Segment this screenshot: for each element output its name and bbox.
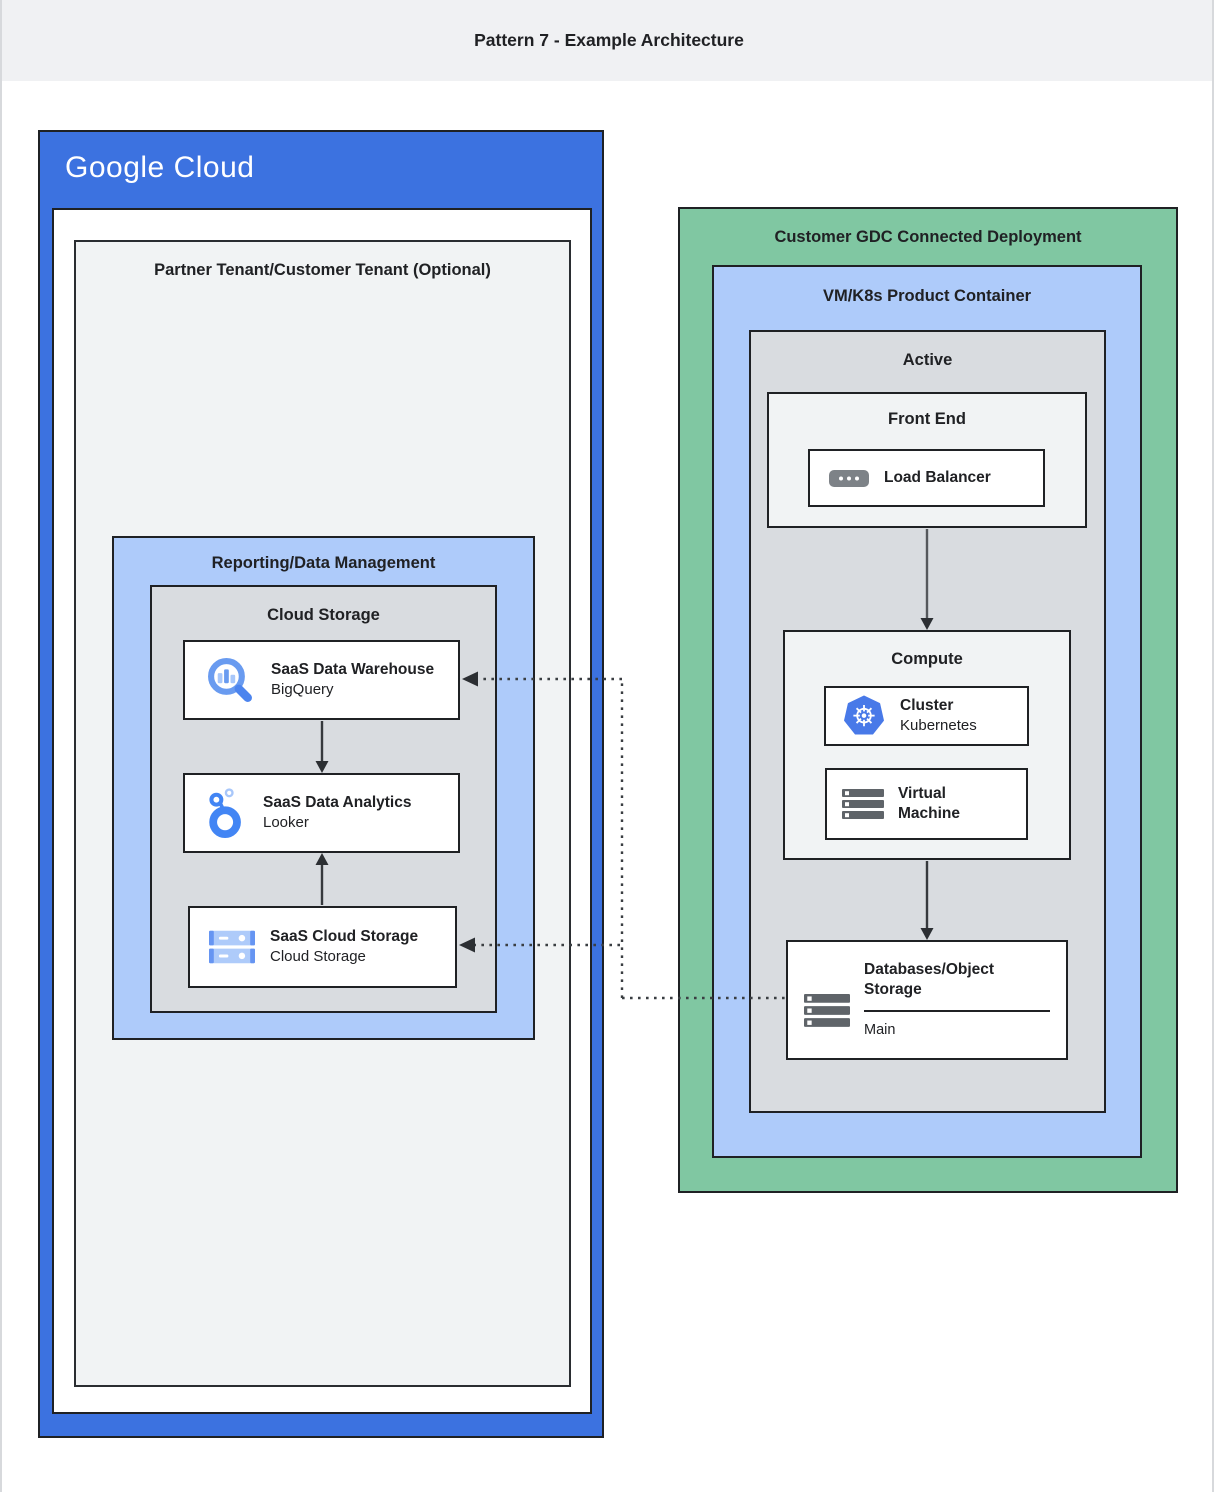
virtual-machine-node: Virtual Machine	[825, 768, 1028, 840]
databases-text: Databases/Object Storage Main	[864, 960, 1050, 1058]
saas-data-warehouse-node: SaaS Data Warehouse BigQuery	[183, 640, 460, 720]
saas-cloud-storage-text: SaaS Cloud Storage Cloud Storage	[270, 927, 418, 966]
load-balancer-node: Load Balancer	[808, 449, 1045, 507]
saas-cloud-storage-node: SaaS Cloud Storage Cloud Storage	[188, 906, 457, 988]
load-balancer-icon	[829, 469, 869, 487]
diagram-title-bar: Pattern 7 - Example Architecture	[2, 0, 1212, 81]
saas-data-warehouse-subtitle: BigQuery	[271, 681, 334, 699]
saas-cloud-storage-subtitle: Cloud Storage	[270, 948, 366, 966]
cluster-subtitle: Kubernetes	[900, 717, 977, 735]
cluster-title: Cluster	[900, 697, 954, 715]
object-storage-icon	[804, 964, 850, 1058]
virtual-machine-title: Virtual Machine	[898, 785, 961, 822]
cluster-node: Cluster Kubernetes	[824, 686, 1029, 746]
reporting-label: Reporting/Data Management	[211, 554, 436, 572]
vmk8s-product-container-label: VM/K8s Product Container	[822, 287, 1032, 305]
databases-divider	[864, 1009, 1050, 1012]
gdc-deployment-label: Customer GDC Connected Deployment	[774, 228, 1082, 246]
kubernetes-icon	[841, 694, 887, 738]
databases-title: Databases/Object Storage	[864, 961, 995, 998]
databases-object-storage-node: Databases/Object Storage Main	[786, 940, 1068, 1060]
virtual-machine-icon	[842, 788, 884, 820]
looker-icon	[204, 786, 248, 840]
compute-label: Compute	[891, 650, 963, 668]
saas-data-analytics-text: SaaS Data Analytics Looker	[263, 793, 411, 832]
partner-tenant-label: Partner Tenant/Customer Tenant (Optional…	[154, 261, 491, 279]
bigquery-icon	[204, 654, 256, 706]
front-end-label: Front End	[888, 410, 966, 428]
diagram-title: Pattern 7 - Example Architecture	[474, 30, 744, 50]
databases-subtitle: Main	[864, 1021, 896, 1038]
saas-cloud-storage-title: SaaS Cloud Storage	[270, 928, 419, 946]
saas-data-warehouse-title: SaaS Data Warehouse	[271, 661, 435, 679]
cloud-storage-group-label: Cloud Storage	[267, 606, 380, 624]
saas-data-analytics-subtitle: Looker	[263, 814, 309, 832]
google-cloud-logo: Google Cloud	[65, 151, 255, 184]
cluster-text: Cluster Kubernetes	[900, 696, 977, 735]
load-balancer-title: Load Balancer	[884, 469, 991, 487]
saas-data-analytics-node: SaaS Data Analytics Looker	[183, 773, 460, 853]
active-label: Active	[902, 351, 953, 369]
saas-data-analytics-title: SaaS Data Analytics	[263, 794, 412, 812]
saas-data-warehouse-text: SaaS Data Warehouse BigQuery	[271, 660, 434, 699]
cloud-storage-icon	[209, 930, 255, 964]
